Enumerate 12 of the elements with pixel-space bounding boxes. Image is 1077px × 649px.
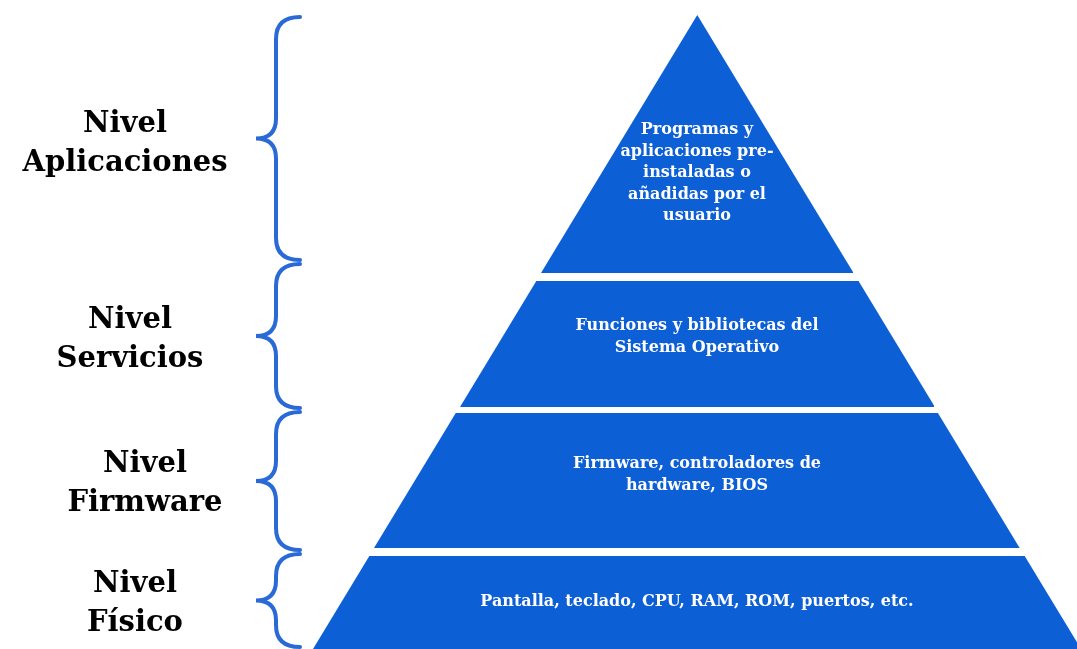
level-label: Nivel Firmware (66, 444, 224, 521)
pyramid-layer (374, 413, 1020, 548)
layer-text: Programas y aplicaciones pre-instaladas o añadidas por el usuario (619, 118, 775, 226)
layer-text: Pantalla, teclado, CPU, RAM, ROM, puertos, etc. (479, 590, 915, 612)
layer-text: Funciones y bibliotecas del Sistema Operativo (574, 314, 820, 358)
layer-text: Firmware, controladores de hardware, BIOS (571, 452, 823, 496)
pyramid-layer (313, 556, 1077, 649)
level-label: Nivel Aplicaciones (21, 104, 229, 181)
level-label: Nivel Físico (86, 564, 184, 641)
level-label: Nivel Servicios (55, 300, 205, 377)
pyramid-layer (459, 281, 935, 407)
pyramid-top-triangle (540, 15, 854, 273)
